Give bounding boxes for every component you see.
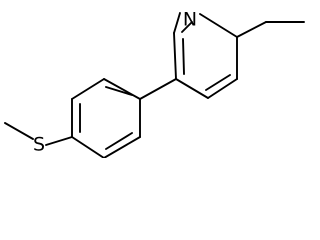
- bond-benzene-5-6: [103, 136, 141, 158]
- bond-ring-c5-c6: [173, 32, 177, 80]
- bond-ring-c3-c4-outer: [207, 78, 238, 99]
- bond-ring-c3-c4-inner: [205, 74, 231, 91]
- bond-benzene-2-3: [71, 78, 105, 100]
- bond-ring-n-c6-inner: [181, 21, 193, 33]
- nitrogen-atom-label: N: [183, 9, 197, 31]
- bond-methoxy-c-o: [236, 21, 267, 38]
- bond-aryl-sulfur: [45, 136, 73, 146]
- pyridine-ring: [173, 12, 305, 99]
- bond-benzene-5-6-inner: [105, 132, 133, 150]
- bond-benzene-4-5: [71, 136, 105, 158]
- sulfur-atom-label: S: [33, 134, 45, 156]
- bond-ring-c5-c6-inner: [182, 38, 185, 75]
- bond-biaryl-link: [139, 78, 177, 100]
- chemical-structure: N S: [4, 9, 305, 158]
- bond-sulfur-methyl: [4, 122, 34, 140]
- bond-ring-c4-c5: [175, 78, 209, 99]
- bond-ring-n-c6-outer: [173, 12, 181, 34]
- bond-benzene-1-2: [103, 78, 141, 100]
- bond-ring-n-c2: [199, 13, 238, 38]
- benzene-ring: [71, 78, 141, 158]
- bond-benzene-1-2-inner: [105, 86, 133, 96]
